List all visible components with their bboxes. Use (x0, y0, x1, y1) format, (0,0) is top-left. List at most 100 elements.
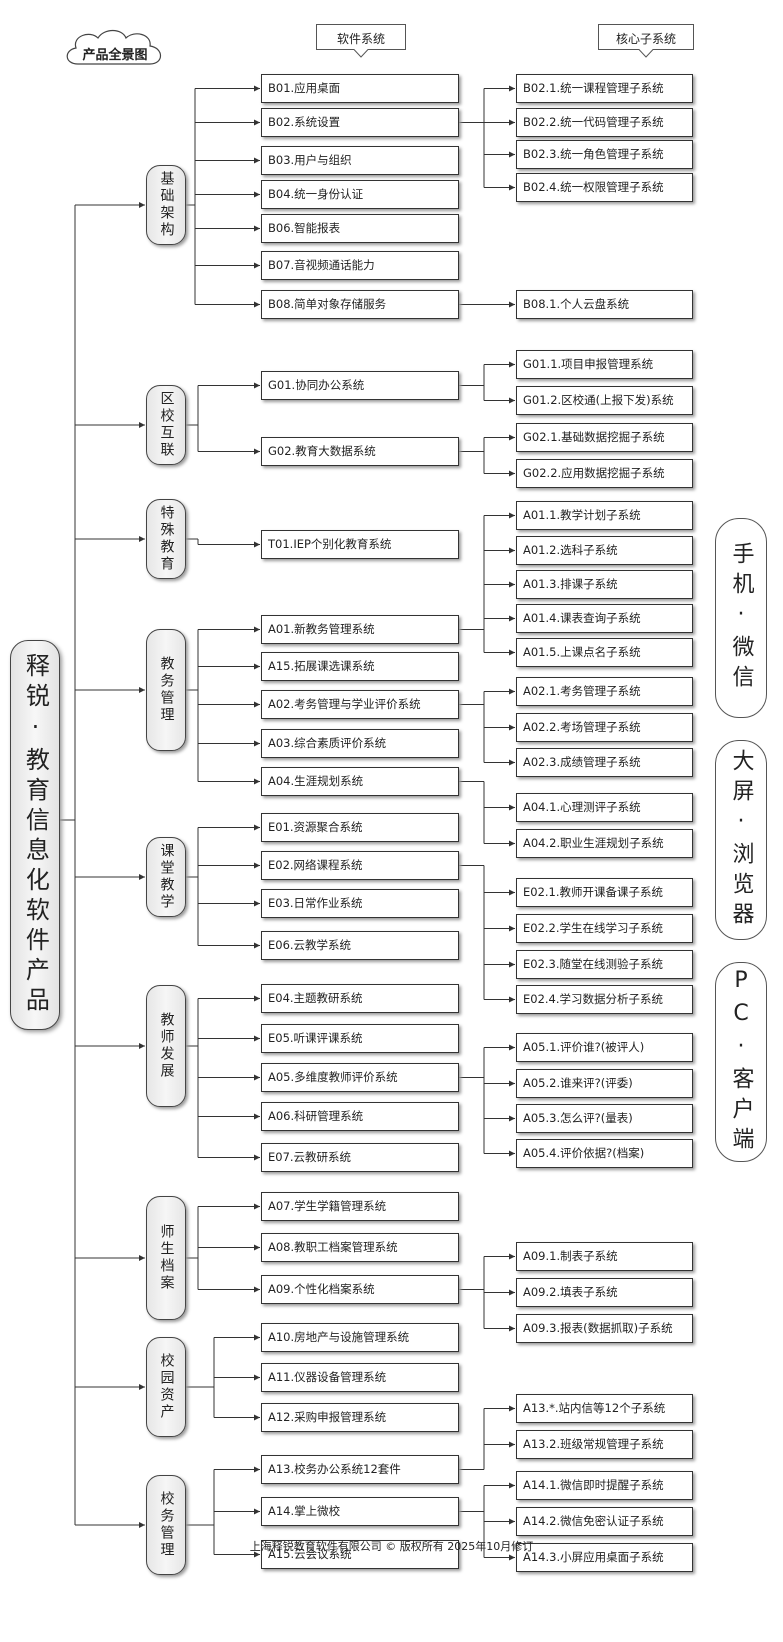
subsystem-box: A02.2.考场管理子系统 (516, 713, 693, 742)
subsystem-box: G02.2.应用数据挖掘子系统 (516, 459, 693, 488)
system-box: A10.房地产与设施管理系统 (261, 1323, 459, 1352)
system-box: B01.应用桌面 (261, 74, 459, 103)
system-box: B04.统一身份认证 (261, 180, 459, 209)
arrowhead-icon (254, 1203, 260, 1210)
subsystem-box: A13.2.班级常规管理子系统 (516, 1430, 693, 1459)
callout-shape (598, 24, 694, 58)
arrowhead-icon (509, 1044, 515, 1051)
system-box: A06.科研管理系统 (261, 1102, 459, 1131)
arrowhead-icon (509, 301, 515, 308)
subsystem-box: A02.1.考务管理子系统 (516, 677, 693, 706)
arrowhead-icon (254, 119, 260, 126)
arrowhead-icon (254, 1074, 260, 1081)
arrowhead-icon (509, 434, 515, 441)
subsystem-box: A04.1.心理测评子系统 (516, 793, 693, 822)
system-box: E04.主题教研系统 (261, 984, 459, 1013)
subsystem-box: A05.3.怎么评?(量表) (516, 1104, 693, 1133)
arrowhead-icon (509, 470, 515, 477)
arrowhead-icon (254, 541, 260, 548)
header-core: 核心子系统 (615, 32, 676, 46)
subsystem-box: A13.*.站内信等12个子系统 (516, 1394, 693, 1423)
system-box: A04.生涯规划系统 (261, 767, 459, 796)
callout-shape (316, 24, 406, 58)
platform-screen: 大屏·浏览器 (715, 740, 767, 940)
subsystem-box: A05.4.评价依据?(档案) (516, 1139, 693, 1168)
arrowhead-icon (254, 626, 260, 633)
subsystem-box: A14.2.微信免密认证子系统 (516, 1507, 693, 1536)
arrowhead-icon (509, 996, 515, 1003)
arrowhead-icon (509, 581, 515, 588)
arrowhead-icon (254, 1551, 260, 1558)
subsystem-box: B02.1.统一课程管理子系统 (516, 74, 693, 103)
system-box: A08.教职工档案管理系统 (261, 1233, 459, 1262)
arrowhead-icon (254, 1035, 260, 1042)
subsystem-box: E02.2.学生在线学习子系统 (516, 914, 693, 943)
arrowhead-icon (254, 382, 260, 389)
section-node: 基础架构 (146, 165, 186, 245)
arrowhead-icon (254, 778, 260, 785)
arrowhead-icon (139, 1384, 145, 1390)
arrowhead-icon (254, 995, 260, 1002)
section-node: 教务管理 (146, 629, 186, 751)
system-box: B07.音视频通话能力 (261, 251, 459, 280)
arrowhead-icon (254, 225, 260, 232)
subsystem-box: A05.1.评价谁?(被评人) (516, 1033, 693, 1062)
subsystem-box: A09.1.制表子系统 (516, 1242, 693, 1271)
footer-copyright: 上海释锐教育软件有限公司 © 版权所有 2025年10月修订 (249, 1540, 534, 1553)
arrowhead-icon (254, 1414, 260, 1421)
arrowhead-icon (254, 740, 260, 747)
arrowhead-icon (509, 1325, 515, 1332)
arrowhead-icon (254, 862, 260, 869)
arrowhead-icon (509, 397, 515, 404)
subsystem-box: A01.1.教学计划子系统 (516, 501, 693, 530)
system-box: E03.日常作业系统 (261, 889, 459, 918)
arrowhead-icon (139, 874, 145, 880)
arrowhead-icon (254, 85, 260, 92)
header-software: 软件系统 (336, 32, 385, 46)
arrowhead-icon (254, 1154, 260, 1161)
arrowhead-icon (254, 262, 260, 269)
arrowhead-icon (509, 1405, 515, 1412)
header-software-callout: 软件系统 (316, 24, 406, 58)
system-box: A03.综合素质评价系统 (261, 729, 459, 758)
system-box: A05.多维度教师评价系统 (261, 1063, 459, 1092)
arrowhead-icon (509, 361, 515, 368)
section-node: 课堂教学 (146, 837, 186, 917)
arrowhead-icon (139, 1255, 145, 1261)
subsystem-box: A14.1.微信即时提醒子系统 (516, 1471, 693, 1500)
arrowhead-icon (509, 649, 515, 656)
system-box: E01.资源聚合系统 (261, 813, 459, 842)
subsystem-box: A09.3.报表(数据抓取)子系统 (516, 1314, 693, 1343)
section-node: 教师发展 (146, 985, 186, 1107)
arrowhead-icon (509, 85, 515, 92)
arrowhead-icon (509, 688, 515, 695)
platform-pc: PC·客户端 (715, 962, 767, 1162)
arrowhead-icon (254, 1374, 260, 1381)
subsystem-box: E02.3.随堂在线测验子系统 (516, 950, 693, 979)
section-node: 特殊教育 (146, 499, 186, 579)
system-box: A02.考务管理与学业评价系统 (261, 690, 459, 719)
section-node: 校务管理 (146, 1475, 186, 1575)
section-node: 校园资产 (146, 1337, 186, 1437)
arrowhead-icon (509, 759, 515, 766)
arrowhead-icon (509, 1554, 515, 1561)
system-box: E06.云教学系统 (261, 931, 459, 960)
arrowhead-icon (254, 157, 260, 164)
system-box: T01.IEP个别化教育系统 (261, 530, 459, 559)
subsystem-box: B02.2.统一代码管理子系统 (516, 108, 693, 137)
subsystem-box: B02.4.统一权限管理子系统 (516, 173, 693, 202)
arrowhead-icon (139, 422, 145, 428)
arrowhead-icon (509, 925, 515, 932)
arrowhead-icon (509, 151, 515, 158)
subsystem-box: A01.5.上课点名子系统 (516, 638, 693, 667)
arrowhead-icon (254, 900, 260, 907)
arrowhead-icon (254, 1286, 260, 1293)
arrowhead-icon (254, 301, 260, 308)
system-box: B03.用户与组织 (261, 146, 459, 175)
arrowhead-icon (254, 1334, 260, 1341)
system-box: A07.学生学籍管理系统 (261, 1192, 459, 1221)
subsystem-box: E02.1.教师开课备课子系统 (516, 878, 693, 907)
arrowhead-icon (509, 889, 515, 896)
system-box: A14.掌上微校 (261, 1497, 459, 1526)
arrowhead-icon (254, 663, 260, 670)
